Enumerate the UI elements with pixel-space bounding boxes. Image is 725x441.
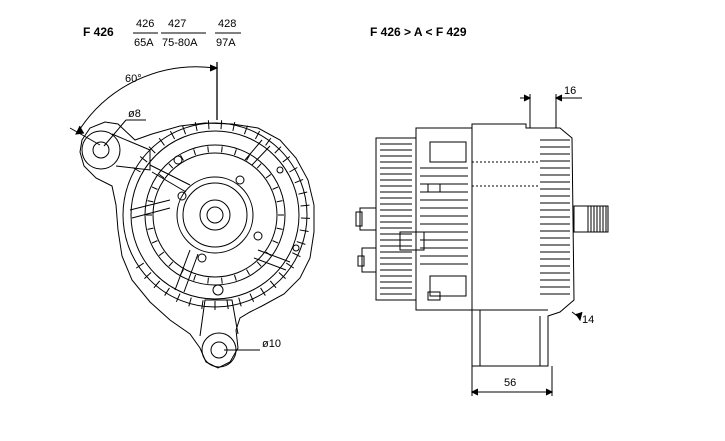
hole-bottom-label: ø10 [262, 338, 281, 350]
cooling-slot [300, 230, 309, 232]
inner-slot [194, 275, 196, 281]
rectifier-section [416, 128, 472, 310]
inner-slot [208, 278, 209, 284]
housing-fins [540, 140, 570, 294]
shaft-collar [574, 206, 588, 232]
shaft-boss [200, 200, 230, 230]
top-ear-web [112, 134, 150, 170]
dimension-14 [572, 312, 582, 320]
cooling-slot [250, 294, 254, 302]
cooling-slot [239, 298, 241, 307]
rear-cover-fins [380, 144, 412, 294]
cooling-slots [133, 120, 310, 310]
rectifier-details [428, 142, 466, 300]
inner-slot [234, 275, 236, 281]
hole-leaders [104, 120, 260, 350]
cooling-slot [301, 205, 310, 206]
inner-slot [222, 278, 223, 284]
cooling-slot [202, 300, 203, 309]
cooling-slot [208, 120, 209, 129]
front-view: 60° ø8 ø10 [70, 62, 314, 368]
pulley-outer [177, 177, 253, 253]
variant-code-1: 426 [136, 18, 154, 30]
inner-slot [266, 174, 271, 178]
front-housing-outline [80, 122, 314, 368]
top-mounting-hole [93, 142, 109, 158]
housing-spokes [130, 140, 290, 292]
variant-rating-1: 65A [134, 37, 154, 49]
cooling-slot [189, 298, 191, 307]
dimension-14-label: 14 [582, 314, 594, 326]
side-view: 16 14 56 [356, 85, 608, 396]
inner-slot [152, 187, 157, 189]
cooling-slot [297, 242, 306, 245]
inner-slot [257, 164, 261, 168]
inner-slot [169, 262, 173, 266]
cooling-slot [221, 120, 222, 129]
inner-slot [222, 146, 223, 152]
cooling-slot [176, 294, 180, 302]
cooling-slot [244, 126, 247, 134]
cooling-slot [295, 179, 303, 182]
cooling-slot [227, 300, 228, 309]
inner-slot [148, 228, 154, 229]
rectifier-fins [420, 168, 468, 264]
dimension-16-label: 16 [564, 85, 576, 97]
variant-rating-3: 97A [216, 37, 236, 49]
model-label: F 426 [83, 25, 114, 39]
inner-slot [159, 252, 164, 256]
range-label: F 426 > A < F 429 [370, 25, 467, 39]
dimension-16 [520, 94, 582, 128]
inner-slot [277, 201, 283, 202]
shaft [207, 207, 223, 223]
hole-top-label: ø8 [128, 108, 141, 120]
inner-slot [277, 228, 283, 229]
variant-code-2: 427 [168, 18, 186, 30]
cooling-slot [183, 126, 186, 134]
inner-slot [169, 164, 173, 168]
inner-slot [273, 187, 278, 189]
outer-ring-inner [131, 131, 299, 299]
pulley-inner [183, 183, 247, 247]
spline-teeth [591, 206, 606, 232]
inner-slot [273, 241, 278, 243]
cooling-slot [195, 122, 197, 131]
inner-slot [257, 262, 261, 266]
variant-rating-2: 75-80A [162, 37, 198, 49]
angle-label: 60° [125, 73, 142, 85]
inner-slot [148, 201, 154, 202]
angle-dimension [70, 62, 217, 145]
inner-slot [208, 146, 209, 152]
inner-slot [194, 149, 196, 155]
inner-slot [152, 241, 157, 243]
top-mounting-ear [82, 131, 120, 169]
middle-ring [145, 145, 285, 285]
inner-slot [234, 149, 236, 155]
cooling-slot [233, 122, 235, 131]
cooling-slot [298, 192, 307, 194]
inner-slot [247, 270, 250, 275]
variant-code-3: 428 [218, 18, 236, 30]
dimension-56-label: 56 [504, 377, 516, 389]
middle-ring-inner [153, 153, 277, 277]
